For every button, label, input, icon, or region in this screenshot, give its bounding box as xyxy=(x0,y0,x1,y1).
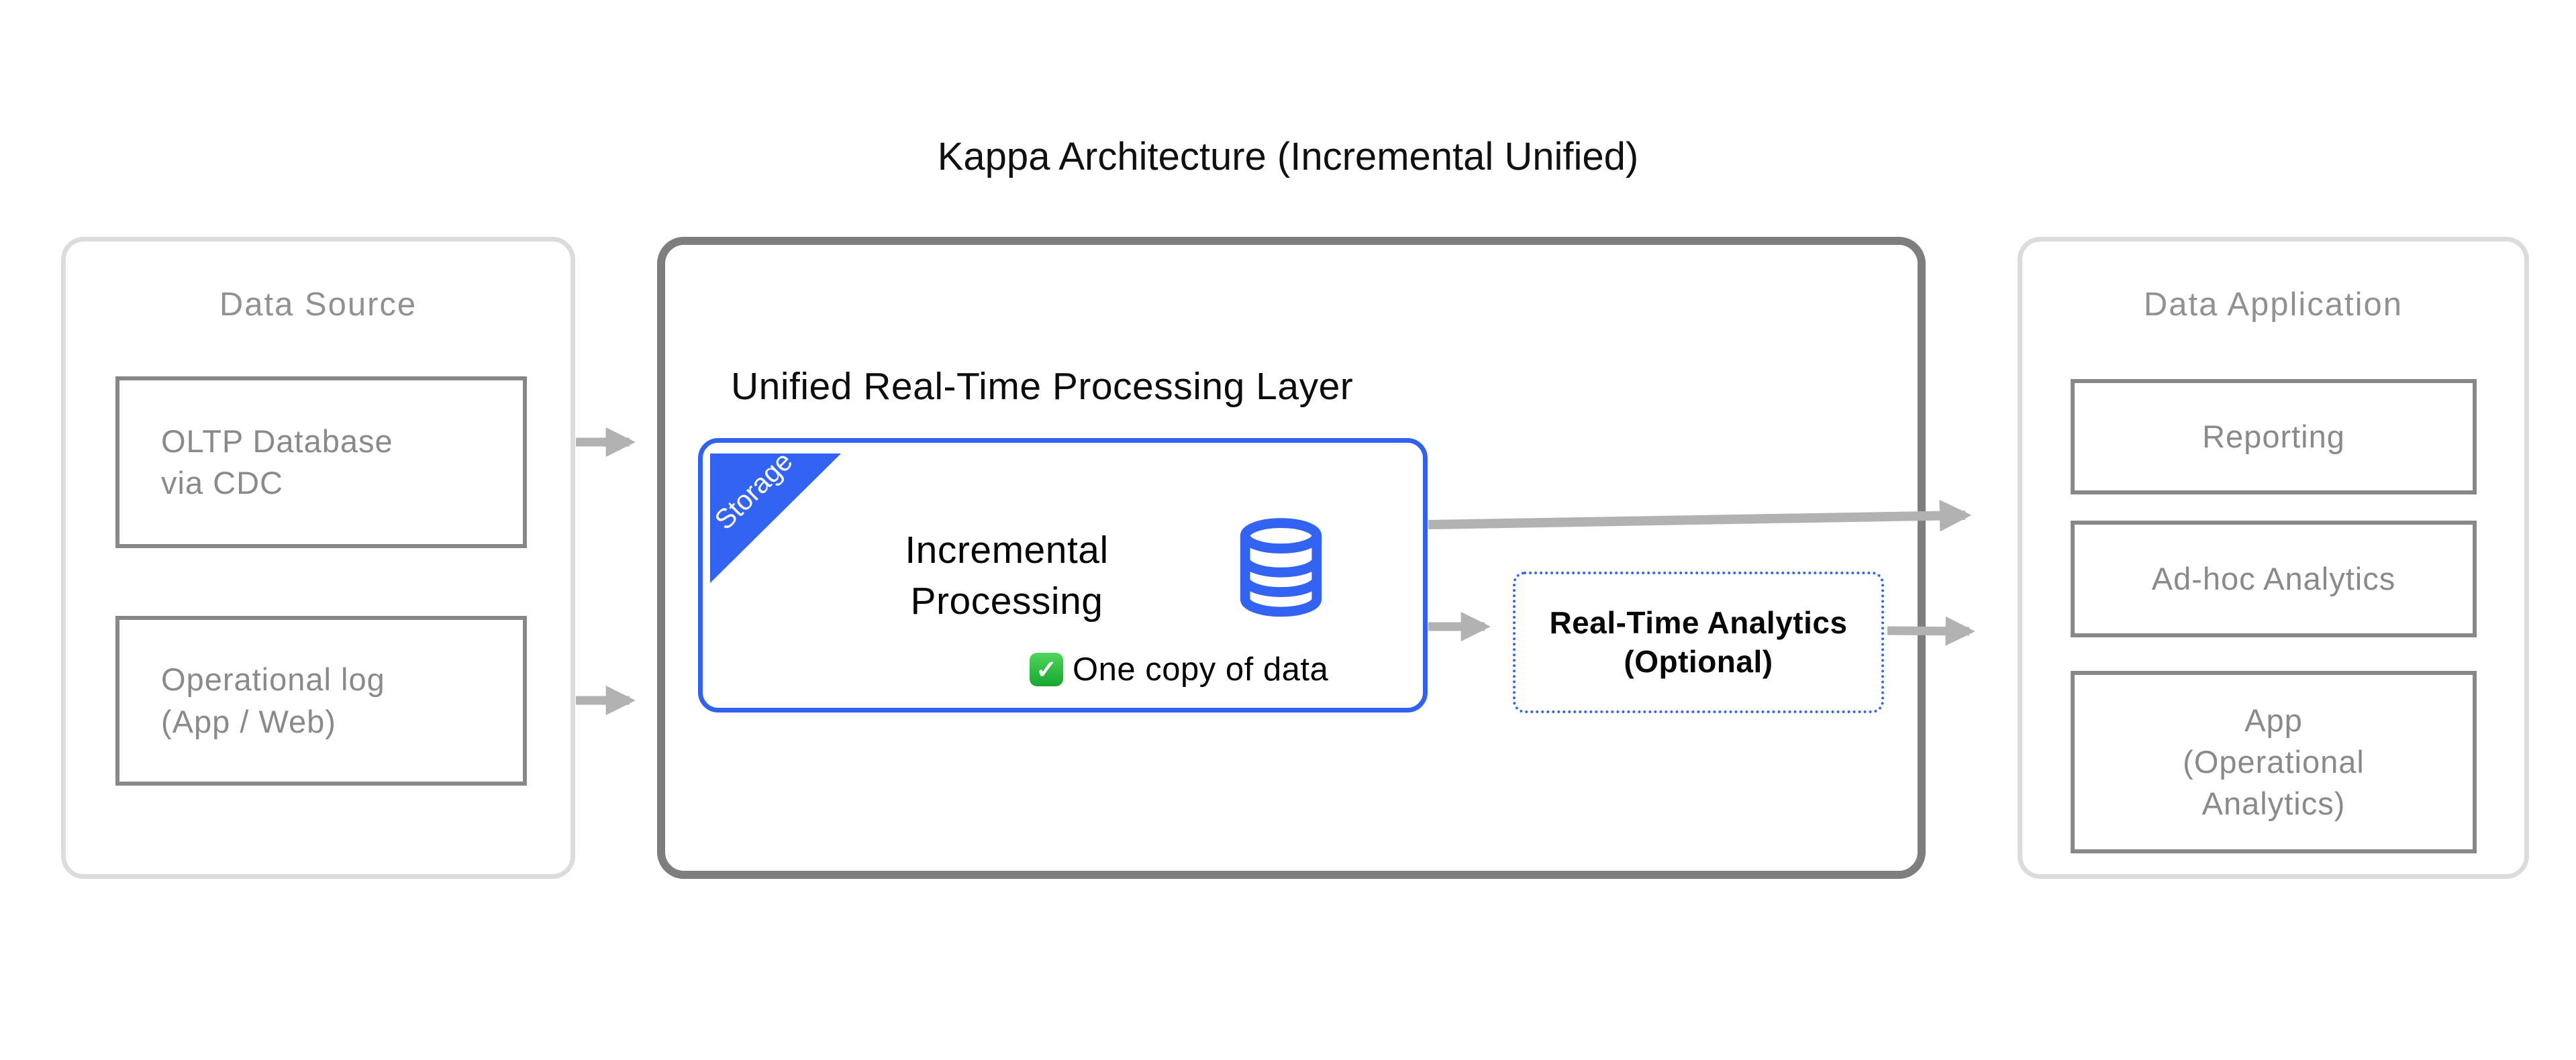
data-source-title: Data Source xyxy=(219,286,417,323)
optional-box-line2: (Optional) xyxy=(1624,643,1773,679)
database-icon xyxy=(1240,518,1322,617)
app-box-adhoc-analytics: Ad-hoc Analytics xyxy=(2071,521,2477,637)
source-box-oltp: OLTP Database via CDC xyxy=(115,376,527,548)
diagram-title: Kappa Architecture (Incremental Unified) xyxy=(937,135,1639,178)
processing-layer-title: Unified Real-Time Processing Layer xyxy=(731,365,1354,408)
realtime-analytics-optional-box: Real-Time Analytics (Optional) xyxy=(1513,572,1884,713)
data-application-panel: Data Application Reporting Ad-hoc Analyt… xyxy=(2018,237,2529,879)
one-copy-note: ✓ One copy of data xyxy=(1030,651,1328,688)
data-source-panel: Data Source OLTP Database via CDC Operat… xyxy=(61,237,575,879)
processing-layer-panel: Unified Real-Time Processing Layer Stora… xyxy=(657,237,1926,879)
check-mark-icon: ✓ xyxy=(1030,653,1063,686)
source-box-oplog-line2: (App / Web) xyxy=(161,703,336,739)
one-copy-note-text: One copy of data xyxy=(1073,651,1329,688)
source-box-oltp-line1: OLTP Database xyxy=(161,423,393,459)
unified-storage-box: Storage Incremental Processing ✓ One cop… xyxy=(698,438,1428,712)
optional-box-line1: Real-Time Analytics xyxy=(1549,605,1848,640)
incremental-processing-label: Incremental Processing xyxy=(905,529,1109,623)
source-box-oplog-line1: Operational log xyxy=(161,661,385,698)
data-application-title: Data Application xyxy=(2143,286,2404,323)
source-box-oltp-line2: via CDC xyxy=(161,465,283,500)
storage-ribbon-label: Storage xyxy=(708,445,799,536)
app-box-reporting: Reporting xyxy=(2071,379,2477,494)
app-box-operational-analytics: App (Operational Analytics) xyxy=(2071,671,2477,853)
source-box-operational-log: Operational log (App / Web) xyxy=(115,616,527,786)
